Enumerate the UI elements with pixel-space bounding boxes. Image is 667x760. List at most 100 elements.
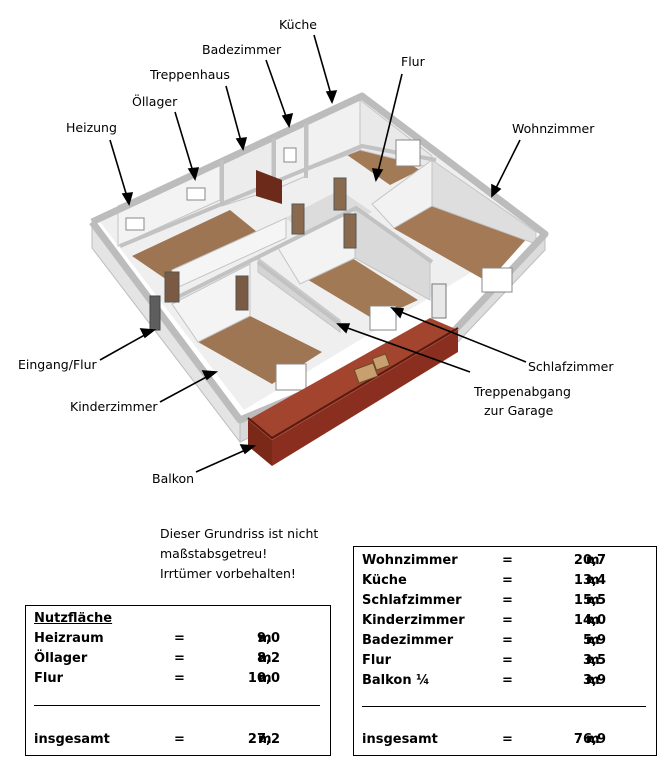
row-eq: =	[502, 593, 513, 608]
row-name: Schlafzimmer	[362, 593, 462, 608]
row-name: Balkon ¼	[362, 673, 430, 688]
row-value: 76,9	[573, 732, 606, 747]
row-name: insgesamt	[34, 732, 110, 747]
row-value: 10,0	[247, 671, 280, 686]
leader-wohnzimmer	[493, 139, 521, 193]
row-eq: =	[502, 633, 513, 648]
arrowhead-kinderzimmer	[201, 370, 219, 381]
door-eingang	[149, 295, 161, 331]
row-value: 27,2	[247, 732, 280, 747]
row-name: Küche	[362, 573, 407, 588]
arrowhead-treppenhaus	[235, 137, 248, 152]
balcony-railing	[247, 327, 459, 440]
arrowhead-wohnzimmer	[491, 183, 502, 198]
door-flur-2	[333, 177, 347, 211]
window-bad	[283, 147, 297, 163]
nutzflaeche-title-row: Nutzfläche	[34, 609, 322, 629]
arrowhead-balkon	[239, 444, 257, 455]
balcony-furniture	[353, 353, 391, 384]
staircase-icon	[256, 170, 282, 204]
label-flur: Flur	[401, 54, 425, 69]
disclaimer-line: Dieser Grundriss ist nicht	[160, 526, 319, 541]
label-treppenabgang-2: zur Garage	[484, 403, 554, 418]
arrowhead-flur	[371, 168, 384, 183]
leader-kinderzimmer	[159, 373, 213, 403]
floor-plan-illustration	[89, 34, 549, 473]
label-balkon: Balkon	[152, 471, 195, 486]
floor-schlafzimmer	[305, 258, 418, 320]
window-wohnzimmer	[481, 267, 513, 293]
row-name: Badezimmer	[362, 633, 454, 648]
window-kueche	[395, 139, 421, 167]
row-value: 13,4	[573, 573, 606, 588]
row-eq: =	[174, 651, 185, 666]
door-balkon	[431, 283, 447, 319]
row-eq: =	[174, 732, 185, 747]
arrowhead-kueche	[325, 90, 338, 105]
label-kueche: Küche	[279, 17, 317, 32]
row-name: insgesamt	[362, 732, 438, 747]
door-heizung	[164, 271, 180, 303]
disclaimer-line: Irrtümer vorbehalten!	[160, 566, 296, 581]
row-value: 9,0	[256, 631, 280, 646]
inner-wall-rim-1	[171, 205, 434, 302]
label-treppenabgang-1: Treppenabgang	[474, 384, 571, 399]
row-value: 15,5	[573, 593, 606, 608]
leader-heizung	[109, 139, 129, 201]
arrowhead-eingang	[139, 328, 157, 339]
row-eq: =	[502, 613, 513, 628]
door-kinder	[235, 275, 249, 311]
row-eq: =	[502, 653, 513, 668]
floor-heizung	[132, 210, 262, 282]
leader-schlafzimmer	[395, 309, 527, 363]
leader-kueche	[313, 34, 333, 99]
nutzflaeche-title: Nutzfläche	[34, 611, 113, 626]
leader-treppenabgang	[341, 325, 471, 373]
label-heizung: Heizung	[66, 120, 117, 135]
label-wohnzimmer: Wohnzimmer	[512, 121, 595, 136]
leader-badezimmer	[265, 59, 289, 123]
floor-wohnzimmer	[393, 205, 530, 282]
disclaimer-line: maßstabsgetreu!	[160, 546, 268, 561]
row-eq: =	[502, 673, 513, 688]
arrowhead-treppenabgang	[336, 323, 351, 334]
door-flur-1	[291, 203, 305, 235]
divider	[362, 706, 646, 707]
arrowhead-badezimmer	[281, 112, 294, 129]
window-oellager	[186, 187, 206, 201]
floor-flur	[285, 190, 372, 240]
row-value: 20,7	[573, 553, 606, 568]
row-name: Flur	[34, 671, 64, 686]
row-eq: =	[502, 732, 513, 747]
window-kinder	[275, 363, 307, 391]
door-schlaf	[343, 213, 357, 249]
disclaimer-note: Dieser Grundriss ist nicht maßstabsgetre…	[160, 524, 318, 584]
row-eq: =	[174, 671, 185, 686]
label-badezimmer: Badezimmer	[202, 42, 282, 57]
balcony-left	[248, 420, 272, 466]
row-value: 5,9	[582, 633, 606, 648]
wall-kinder-back	[171, 263, 251, 343]
label-treppenhaus: Treppenhaus	[150, 67, 230, 82]
row-name: Heizraum	[34, 631, 104, 646]
leader-treppenhaus	[225, 85, 243, 146]
window-schlaf	[369, 305, 397, 331]
label-oellager: Öllager	[132, 94, 178, 109]
divider	[34, 705, 320, 706]
arrowhead-heizung	[121, 192, 134, 207]
arrowhead-schlafzimmer	[390, 307, 405, 319]
